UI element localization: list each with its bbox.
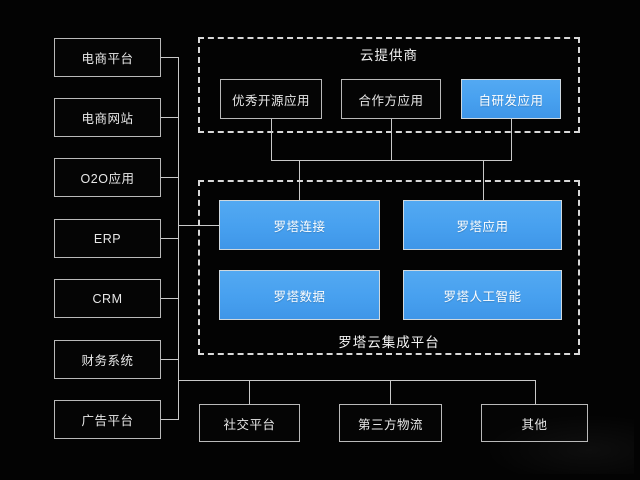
left-item-label: CRM bbox=[92, 291, 123, 306]
connector-cloud-3-down bbox=[511, 119, 512, 160]
connector-left-4 bbox=[161, 238, 179, 239]
connector-left-5 bbox=[161, 298, 179, 299]
bottom-item-box-logistics[interactable]: 第三方物流 bbox=[339, 404, 442, 442]
connector-bottom-bus bbox=[178, 380, 536, 381]
left-item-box[interactable]: 电商网站 bbox=[54, 98, 161, 137]
left-item-box[interactable]: O2O应用 bbox=[54, 158, 161, 197]
left-item-box[interactable]: 电商平台 bbox=[54, 38, 161, 77]
cloud-provider-group bbox=[198, 37, 580, 133]
bottom-item-label: 第三方物流 bbox=[357, 417, 423, 432]
left-item-label: O2O应用 bbox=[80, 172, 135, 186]
connector-left-3 bbox=[161, 177, 179, 178]
bottom-item-box-social[interactable]: 社交平台 bbox=[199, 404, 300, 442]
platform-item-label: 罗塔人工智能 bbox=[443, 289, 522, 304]
platform-item-label: 罗塔数据 bbox=[273, 289, 326, 304]
bottom-item-label: 其他 bbox=[521, 417, 548, 432]
cloud-item-label: 自研发应用 bbox=[478, 93, 544, 108]
left-item-label: 广告平台 bbox=[81, 414, 134, 428]
connector-left-6 bbox=[161, 359, 179, 360]
connector-bottom-2-down bbox=[390, 380, 391, 404]
left-item-label: 电商网站 bbox=[81, 112, 134, 126]
cloud-item-box-partner[interactable]: 合作方应用 bbox=[341, 79, 441, 119]
connector-bottom-1-down bbox=[249, 380, 250, 404]
connector-mid-bus bbox=[271, 160, 512, 161]
platform-item-box-connect[interactable]: 罗塔连接 bbox=[219, 200, 380, 250]
cloud-provider-title: 云提供商 bbox=[360, 48, 418, 63]
cloud-item-label: 合作方应用 bbox=[358, 93, 424, 108]
cloud-item-label: 优秀开源应用 bbox=[231, 93, 310, 108]
left-item-box[interactable]: 广告平台 bbox=[54, 400, 161, 439]
platform-title: 罗塔云集成平台 bbox=[338, 335, 440, 350]
platform-item-label: 罗塔连接 bbox=[273, 219, 326, 234]
platform-item-box-ai[interactable]: 罗塔人工智能 bbox=[403, 270, 562, 320]
connector-left-7 bbox=[161, 419, 179, 420]
cloud-item-box-open-source[interactable]: 优秀开源应用 bbox=[220, 79, 322, 119]
platform-item-label: 罗塔应用 bbox=[456, 219, 509, 234]
left-item-box[interactable]: ERP bbox=[54, 219, 161, 258]
platform-item-box-application[interactable]: 罗塔应用 bbox=[403, 200, 562, 250]
left-item-box[interactable]: 财务系统 bbox=[54, 340, 161, 379]
cloud-item-box-self-developed[interactable]: 自研发应用 bbox=[461, 79, 561, 119]
connector-cloud-2-down bbox=[391, 119, 392, 160]
platform-item-box-data[interactable]: 罗塔数据 bbox=[219, 270, 380, 320]
left-item-box[interactable]: CRM bbox=[54, 279, 161, 318]
connector-cloud-1-down bbox=[271, 119, 272, 160]
connector-bottom-3-down bbox=[535, 380, 536, 404]
bottom-item-box-other[interactable]: 其他 bbox=[481, 404, 588, 442]
left-item-label: 财务系统 bbox=[81, 354, 134, 368]
connector-left-bus bbox=[178, 57, 179, 420]
platform-group bbox=[198, 180, 580, 355]
left-item-label: ERP bbox=[93, 231, 122, 246]
bottom-item-label: 社交平台 bbox=[223, 417, 276, 432]
connector-left-1 bbox=[161, 57, 179, 58]
left-item-label: 电商平台 bbox=[81, 52, 134, 66]
connector-left-2 bbox=[161, 117, 179, 118]
